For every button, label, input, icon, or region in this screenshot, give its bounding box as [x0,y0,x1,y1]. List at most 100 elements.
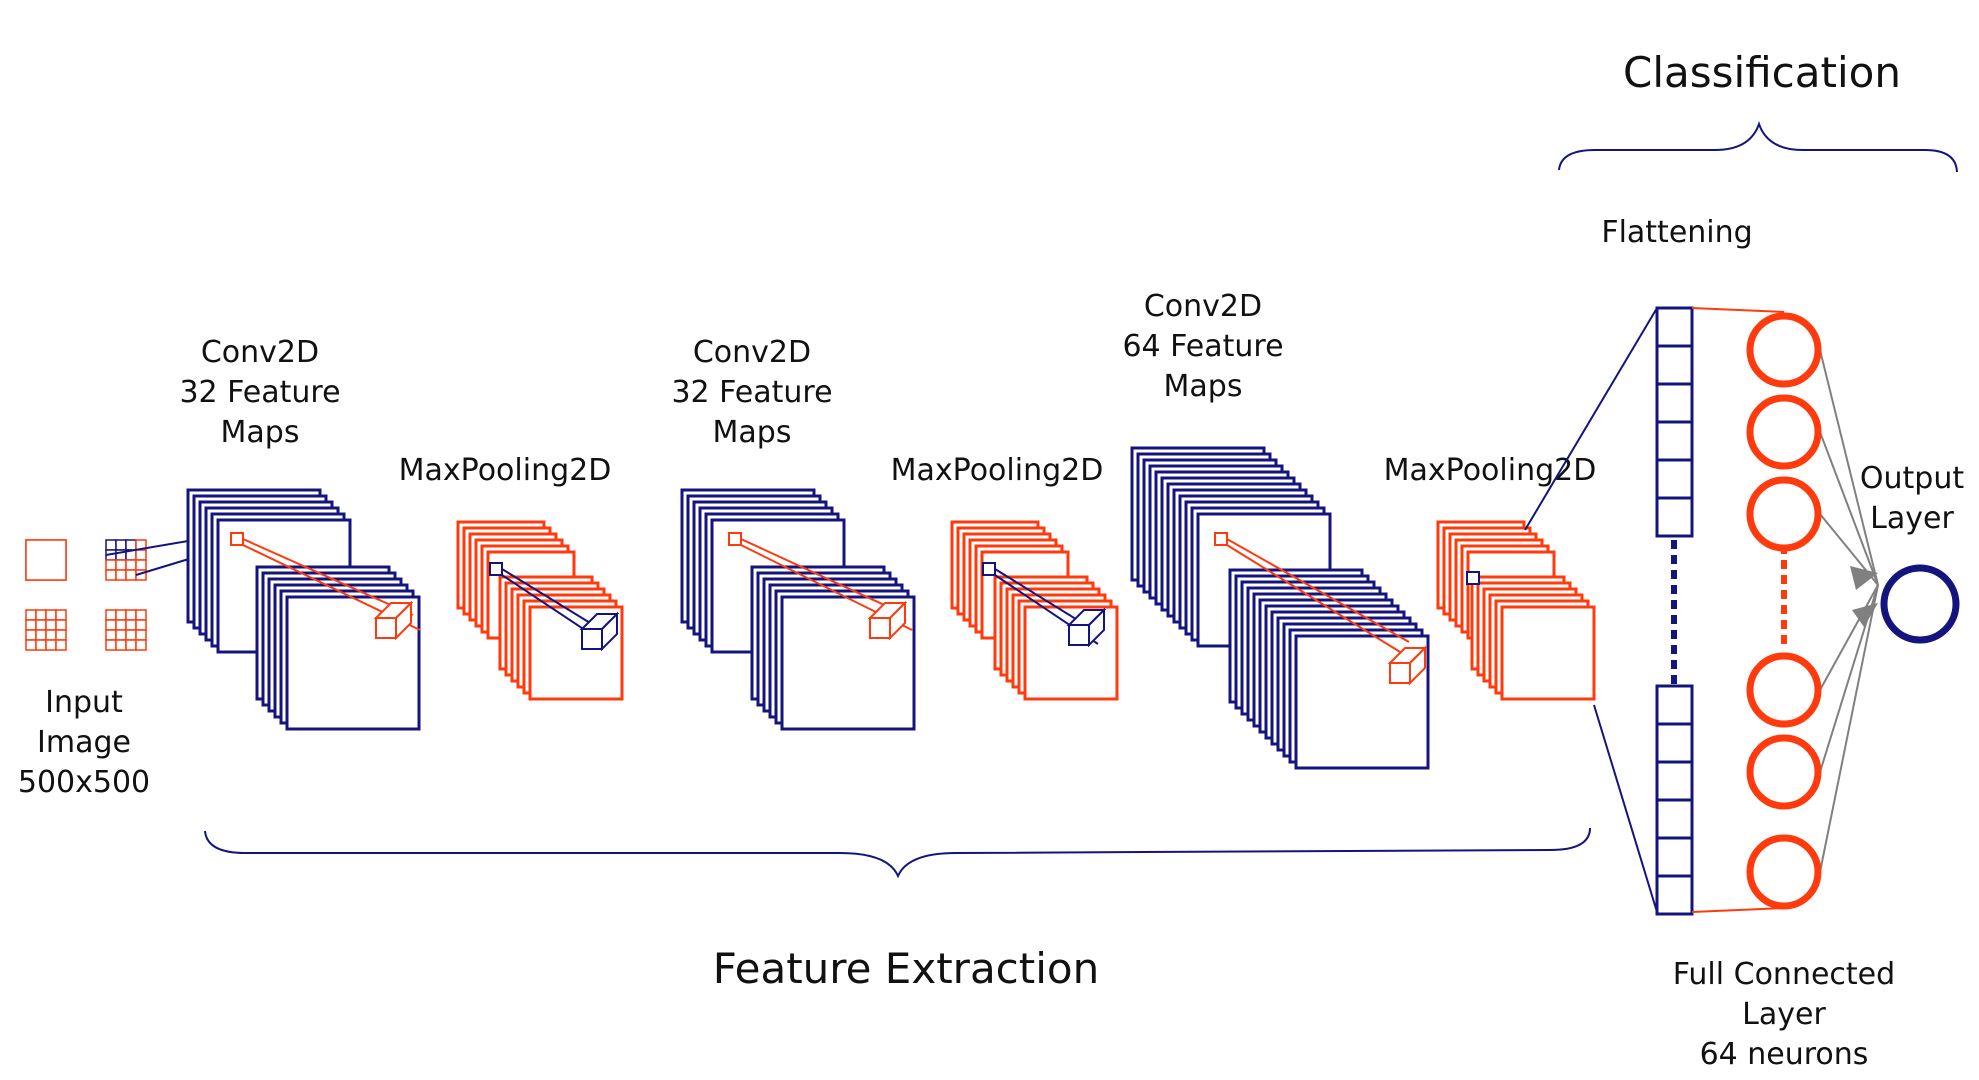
conv3-label-line2: 64 Feature [1122,329,1283,364]
dense-neuron [1746,652,1822,728]
output-label-line2: Layer [1870,501,1954,536]
input-pixel-cell [115,609,127,621]
input-pixel-cell [125,569,137,581]
input-pixel-cell [125,619,137,631]
conv2-receptive-box-front [581,628,603,650]
dense-to-output-connection [1819,431,1879,586]
conv1-to-pool1-connector [242,538,414,616]
input-pixel-cell [35,619,47,631]
input-kernel-cell [105,539,117,551]
conv2-label-line2: 32 Feature [671,375,832,410]
input-pixel-cell [105,569,117,581]
input-pixel-cell [35,629,47,641]
input-label: Input Image 500x500 [18,685,150,800]
dense-to-output-connection [1819,349,1879,586]
input-pixel-cell [45,629,57,641]
input-kernel-cell [125,539,137,551]
dense-neuron [1746,734,1822,810]
dense-neuron [1746,394,1822,470]
input-pixel-cell [55,619,67,631]
dense-to-output-connection [1819,584,1879,691]
output-arrowhead [1850,566,1878,590]
conv1-label-line1: Conv2D [201,335,319,370]
input-pixel-cell [105,609,117,621]
flattening-label: Flattening [1601,215,1752,250]
conv1-label: Conv2D 32 Feature Maps [179,335,340,450]
input-pixel-cell [55,609,67,621]
flatten-to-dense-connector [1691,907,1785,913]
dense-label-line1: Full Connected [1673,957,1895,992]
conv3-receptive-field [1214,532,1228,546]
conv1-label-line3: Maps [221,415,300,450]
pool3-kernel [1466,571,1480,585]
conv3-receptive-box-front [1068,624,1090,646]
input-pixel-cell [125,609,137,621]
input-pixel-cell [135,639,147,651]
input-pixel-cell [125,629,137,641]
input-pixel-cell [115,569,127,581]
input-block-outline [25,539,67,581]
pool1-feature-maps [373,520,624,701]
conv1-feature-maps [186,488,421,731]
dense-neuron [1746,834,1822,910]
pool2-kernel [982,562,996,576]
input-label-line1: Input [45,685,123,720]
pool1-to-conv2-connector [501,568,601,630]
input-pixel-cell [25,629,37,641]
feature-extraction-brace [204,827,1591,879]
flatten-vector [1524,306,1694,916]
conv2-label-line3: Maps [713,415,792,450]
input-pixel-cell [115,629,127,641]
dense-label-line3: 64 neurons [1700,1037,1869,1072]
flatten-cell [1655,684,1694,726]
output-neuron [1880,564,1960,644]
input-image [25,532,236,651]
input-pixel-cell [55,629,67,641]
conv2-label-line1: Conv2D [693,335,811,370]
flatten-to-dense-connector [1691,307,1785,313]
pool3-receptive-box-front [1389,662,1411,684]
conv3-label-line1: Conv2D [1144,289,1262,324]
conv2-to-pool2-connector [740,538,907,616]
pool2-feature-maps [867,520,1119,701]
pool1-receptive-box-front [375,617,397,639]
input-pixel-cell [115,559,127,571]
dense-to-output-connection [1819,584,1879,873]
input-label-line3: 500x500 [18,765,150,800]
pool3-front-map [1500,605,1596,701]
conv2-feature-maps [579,488,916,731]
input-label-line2: Image [37,725,131,760]
flatten-cell [1655,874,1694,916]
flatten-cell [1655,798,1694,840]
flatten-cell [1655,420,1694,462]
pool3-feature-maps [1387,520,1596,701]
flatten-cell [1655,344,1694,386]
input-pixel-cell [135,619,147,631]
input-pixel-cell [35,609,47,621]
input-pixel-cell [35,639,47,651]
output-arrowhead [1852,603,1878,627]
pool3-to-flatten-connector [1593,704,1658,913]
output-label-line1: Output [1860,461,1964,496]
dense-neuron [1746,312,1822,388]
conv2-label: Conv2D 32 Feature Maps [671,335,832,450]
input-pixel-cell [135,559,147,571]
input-pixel-cell [105,629,117,641]
pool2-label: MaxPooling2D [891,453,1104,488]
flatten-cell [1655,760,1694,802]
input-pixel-cell [135,629,147,641]
dense-label: Full Connected Layer 64 neurons [1673,957,1895,1072]
flatten-cell [1655,458,1694,500]
output-node [1850,564,1960,644]
flatten-cell [1655,382,1694,424]
pool3-to-flatten-connector [1524,307,1658,531]
input-pixel-cell [45,639,57,651]
flatten-cell [1655,306,1694,348]
conv1-label-line2: 32 Feature [179,375,340,410]
conv3-to-pool3-connector [1226,538,1410,643]
input-pixel-cell [115,619,127,631]
classification-brace [1558,120,1958,173]
input-pixel-cell [125,639,137,651]
flatten-cell [1655,836,1694,878]
input-pixel-cell [25,619,37,631]
